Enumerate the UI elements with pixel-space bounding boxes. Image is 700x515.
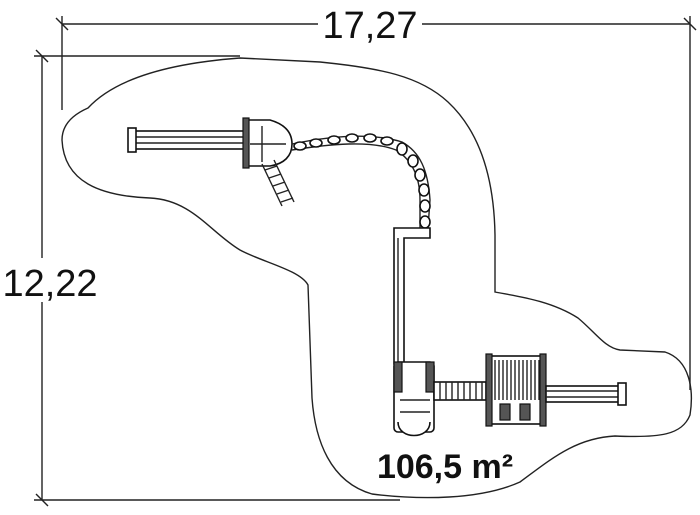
slide-right bbox=[545, 385, 623, 403]
height-label: 12,22 bbox=[2, 263, 97, 305]
tower-bottom-rounded-end bbox=[397, 421, 431, 437]
bridge-lower-planks bbox=[439, 382, 483, 400]
tower-bottom-wall bbox=[393, 361, 403, 393]
bridge-lower bbox=[433, 381, 487, 401]
roofed-tower-post bbox=[539, 353, 547, 427]
slide-left-end bbox=[127, 127, 137, 153]
slide-right-end bbox=[617, 382, 627, 406]
dimension-lines bbox=[34, 16, 697, 507]
slide-left bbox=[131, 130, 245, 150]
chain-bridge bbox=[291, 133, 431, 229]
tower-left-post bbox=[242, 117, 250, 169]
height-label-bg bbox=[0, 258, 100, 302]
roofed-tower-roof-lines bbox=[490, 360, 540, 400]
width-label: 17,27 bbox=[322, 5, 417, 47]
walkway-vertical bbox=[393, 227, 431, 365]
play-equipment bbox=[127, 117, 627, 437]
tower-bottom-wall bbox=[425, 361, 435, 393]
ladder bbox=[261, 159, 295, 207]
width-label-bg bbox=[318, 2, 422, 42]
roofed-tower-door bbox=[519, 403, 531, 421]
tower-left bbox=[243, 119, 293, 167]
area-label: 106,5 m² bbox=[377, 448, 513, 486]
safety-zone-outline bbox=[61, 57, 693, 499]
roofed-tower-door bbox=[499, 403, 511, 421]
roofed-tower-post bbox=[485, 353, 493, 427]
